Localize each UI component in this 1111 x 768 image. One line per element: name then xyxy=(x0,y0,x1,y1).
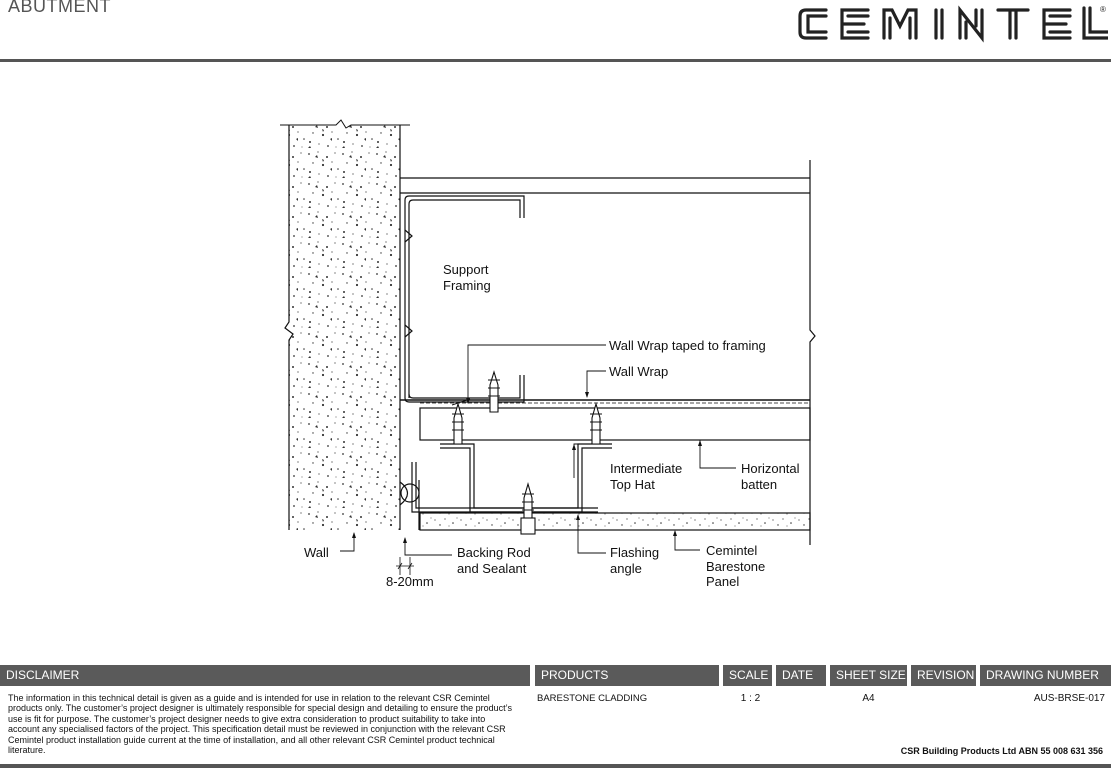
label-panel-line2: Barestone xyxy=(706,559,765,574)
header-scale: SCALE xyxy=(723,665,772,686)
header-rule xyxy=(0,59,1111,62)
label-support-framing-line1: Support xyxy=(443,262,489,277)
header-date: DATE xyxy=(776,665,826,686)
concrete-wall xyxy=(280,119,410,530)
products-value: BARESTONE CLADDING xyxy=(537,693,648,704)
header-drawing-number: DRAWING NUMBER xyxy=(980,665,1111,686)
cemintel-logo: ® xyxy=(798,5,1108,43)
barestone-panel xyxy=(419,512,811,531)
company-abn: CSR Building Products Ltd ABN 55 008 631… xyxy=(900,746,1103,756)
header-disclaimer: DISCLAIMER xyxy=(0,665,530,686)
sheet-size-value: A4 xyxy=(862,693,875,704)
backing-rod xyxy=(399,480,420,530)
page-title: ABUTMENT xyxy=(8,0,111,16)
wall-wrap xyxy=(400,398,810,406)
label-intermediate-line2: Top Hat xyxy=(610,477,655,492)
label-horizontal-line1: Horizontal xyxy=(741,461,800,476)
label-horizontal-line2: batten xyxy=(741,477,777,492)
support-framing xyxy=(400,160,816,545)
disclaimer-text: The information in this technical detail… xyxy=(8,693,512,756)
label-gap-dimension: 8-20mm xyxy=(386,574,434,589)
logo-registered-mark: ® xyxy=(1100,5,1106,14)
flashing-angle xyxy=(411,462,598,513)
header-sheet-size: SHEET SIZE xyxy=(830,665,907,686)
leader-arrowheads xyxy=(352,392,702,543)
label-wall-wrap: Wall Wrap xyxy=(609,364,668,379)
header-revision: REVISION xyxy=(911,665,976,686)
label-support-framing-line2: Framing xyxy=(443,278,491,293)
drawing-number-value: AUS-BRSE-017 xyxy=(1033,693,1105,704)
label-backing-line1: Backing Rod xyxy=(457,545,531,560)
abutment-detail-drawing: Support Framing Wall Wrap taped to frami… xyxy=(280,119,816,589)
label-flashing-line1: Flashing xyxy=(610,545,659,560)
label-wall: Wall xyxy=(304,545,329,560)
header-products: PRODUCTS xyxy=(535,665,719,686)
label-flashing-line2: angle xyxy=(610,561,642,576)
label-panel-line1: Cemintel xyxy=(706,543,757,558)
label-wall-wrap-taped: Wall Wrap taped to framing xyxy=(609,338,766,353)
gap-dimension xyxy=(396,557,414,575)
scale-value: 1 : 2 xyxy=(740,693,761,704)
horizontal-batten xyxy=(419,407,811,441)
fastener-screws xyxy=(452,370,602,535)
label-backing-line2: and Sealant xyxy=(457,561,527,576)
label-intermediate-line1: Intermediate xyxy=(610,461,682,476)
label-panel-line3: Panel xyxy=(706,574,739,589)
footer-rule xyxy=(0,764,1111,768)
